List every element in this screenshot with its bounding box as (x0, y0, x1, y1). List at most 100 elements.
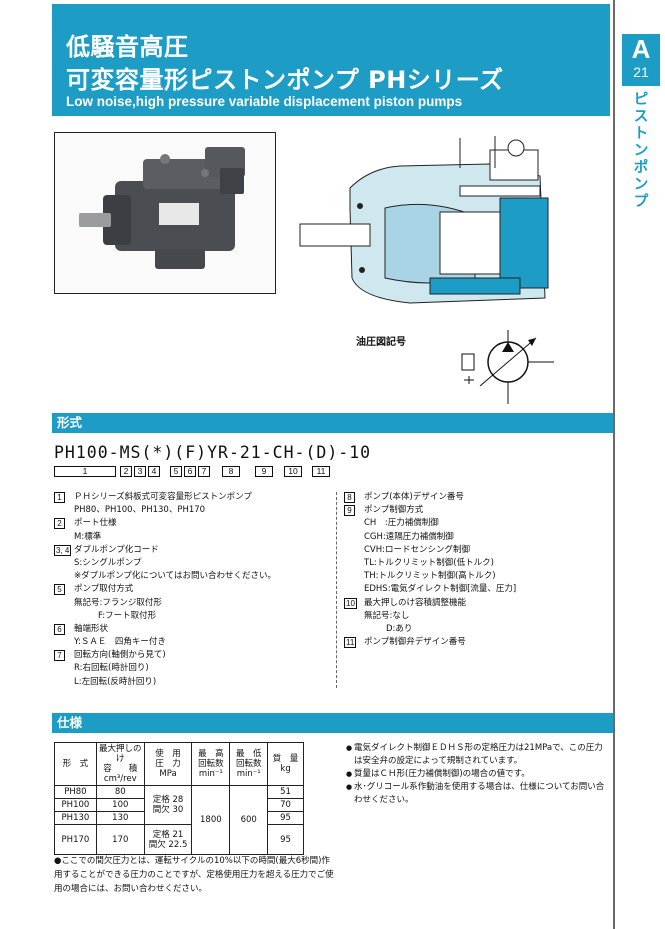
h-max-3: min⁻¹ (198, 769, 223, 779)
item-detail-text: 無記号:フランジ取付形 (74, 597, 162, 608)
pressure-b-intermittent: 間欠 22.5 (148, 839, 188, 850)
h-min-1: 最 低 (235, 749, 262, 759)
list-item: 6 軸端形状 (54, 623, 334, 636)
cell-displacement: 80 (95, 785, 145, 799)
cross-section-drawing (290, 128, 612, 323)
list-item-detail: D:あり (344, 623, 612, 636)
item-detail-text: R:右回転(時計回り) (74, 663, 149, 674)
item-number-box: 5 (54, 584, 65, 596)
item-label: 回転方向(軸側から見て) (74, 650, 166, 661)
item-label: ポンプ制御弁デザイン番号 (364, 637, 466, 648)
english-subtitle: Low noise,high pressure variable displac… (66, 94, 463, 109)
item-detail-text: D:あり (386, 623, 413, 634)
cell-model: PH100 (54, 798, 97, 812)
code-box-9: 9 (255, 466, 273, 477)
hydraulic-symbol-label: 油圧図記号 (356, 337, 406, 348)
h-press-3: MPa (159, 769, 177, 779)
cell-min-speed: 600 (229, 785, 269, 855)
section-header-model: 形式 (52, 413, 613, 433)
item-detail-text: 無記号:なし (364, 610, 410, 621)
cell-displacement: 130 (95, 811, 145, 825)
item-number-box: 6 (54, 623, 65, 635)
list-item-detail: L:左回転(反時計回り) (54, 676, 334, 689)
pressure-footnote: ●ここでの間欠圧力とは、運転サイクルの10%以下の時間(最大6秒間)作用すること… (54, 856, 334, 894)
h-mass-1: 質 量 (272, 754, 299, 764)
code-box-7: 7 (198, 466, 210, 477)
code-box-5: 5 (170, 466, 182, 477)
list-item-detail: CGH:遠隔圧力補償制御 (344, 531, 612, 544)
chapter-vertical-text: ピ ス ト ン ポ ン プ (633, 92, 649, 210)
item-detail-text: CVH:ロードセンシング制御 (364, 544, 471, 555)
item-label: 軸端形状 (74, 623, 109, 634)
item-detail-text: F:フート取付形 (98, 610, 157, 621)
pressure-a-intermittent: 間欠 30 (152, 805, 184, 815)
item-detail-text: TL:トルクリミット制御(低トルク) (364, 557, 494, 568)
title-line-1: 低騒音高圧 (66, 33, 189, 61)
code-box-6: 6 (184, 466, 196, 477)
h-disp-3: cm³/rev (103, 774, 137, 784)
h-max-2: 回転数 (198, 759, 224, 769)
h-disp-1: 最大押しのけ (99, 744, 142, 764)
list-item-detail: R:右回転(時計回り) (54, 662, 334, 675)
list-item-detail: S:シングルポンプ (54, 557, 334, 570)
pump-photo (54, 132, 276, 294)
spec-note: 電気ダイレクト制御ＥＤＨＳ形の定格圧力は21MPaで、この圧力は安全弁の設定によ… (346, 742, 611, 768)
cell-model: PH130 (54, 811, 97, 825)
model-code: PH100-MS(*)(F)YR-21-CH-(D)-10 (54, 443, 372, 462)
item-detail-text: CGH:遠隔圧力補償制御 (364, 531, 454, 542)
cell-model: PH80 (54, 785, 97, 799)
item-detail-text: EDHS:電気ダイレクト制御[流量、圧力] (364, 584, 517, 595)
page-number: 21 (633, 64, 649, 80)
code-box-8: 8 (222, 466, 240, 477)
chapter-vertical-label: ピ ス ト ン ポ ン プ (630, 92, 652, 211)
code-box-2: 2 (120, 466, 132, 477)
list-item-detail: 無記号:なし (344, 610, 612, 623)
pressure-b-rated: 定格 21 (152, 829, 184, 840)
cell-model: PH170 (54, 824, 97, 855)
cell-displacement: 170 (95, 824, 145, 855)
item-number-box: 9 (344, 505, 355, 517)
h-press-1: 使 用 (155, 749, 181, 759)
column-divider (336, 492, 337, 688)
item-detail-text: TH:トルクリミット制御(高トルク) (364, 571, 496, 582)
h-mass-2: kg (280, 764, 291, 774)
item-detail-text: CH :圧力補償制御 (364, 518, 439, 529)
item-number-box: 2 (54, 518, 65, 530)
page-header: 低騒音高圧 可変容量形ピストンポンプ PHシリーズ Low noise,high… (52, 4, 610, 116)
item-detail-text: L:左回転(反時計回り) (74, 676, 157, 687)
item-number-box: 8 (344, 492, 355, 503)
list-item-detail: 無記号:フランジ取付形 (54, 597, 334, 610)
list-item: 8 ポンプ(本体)デザイン番号 (344, 491, 612, 504)
item-label: ＰＨシリーズ斜板式可変容量形ピストンポンプ (74, 492, 252, 502)
h-max-1: 最 高 (198, 749, 224, 759)
code-box-10: 10 (284, 466, 302, 477)
item-detail-text: M:標準 (74, 531, 102, 542)
item-label: ポンプ(本体)デザイン番号 (364, 492, 464, 502)
list-item-detail: ※ダブルポンプ化についてはお問い合わせください。 (54, 570, 334, 583)
item-detail-text: Y:ＳＡＥ 四角キー付き (74, 637, 166, 648)
code-box-4: 4 (148, 466, 160, 477)
spec-note: 水･グリコール系作動油を使用する場合は、仕様についてお問い合わせください。 (346, 781, 611, 807)
item-number-box: 11 (344, 637, 357, 649)
list-item-detail: F:フート取付形 (54, 610, 334, 623)
item-number-box: 3, 4 (54, 544, 72, 556)
cell-mass: 95 (267, 824, 304, 855)
table-row: PH130 130 95 (54, 811, 304, 825)
list-item-detail: EDHS:電気ダイレクト制御[流量、圧力] (344, 583, 612, 596)
